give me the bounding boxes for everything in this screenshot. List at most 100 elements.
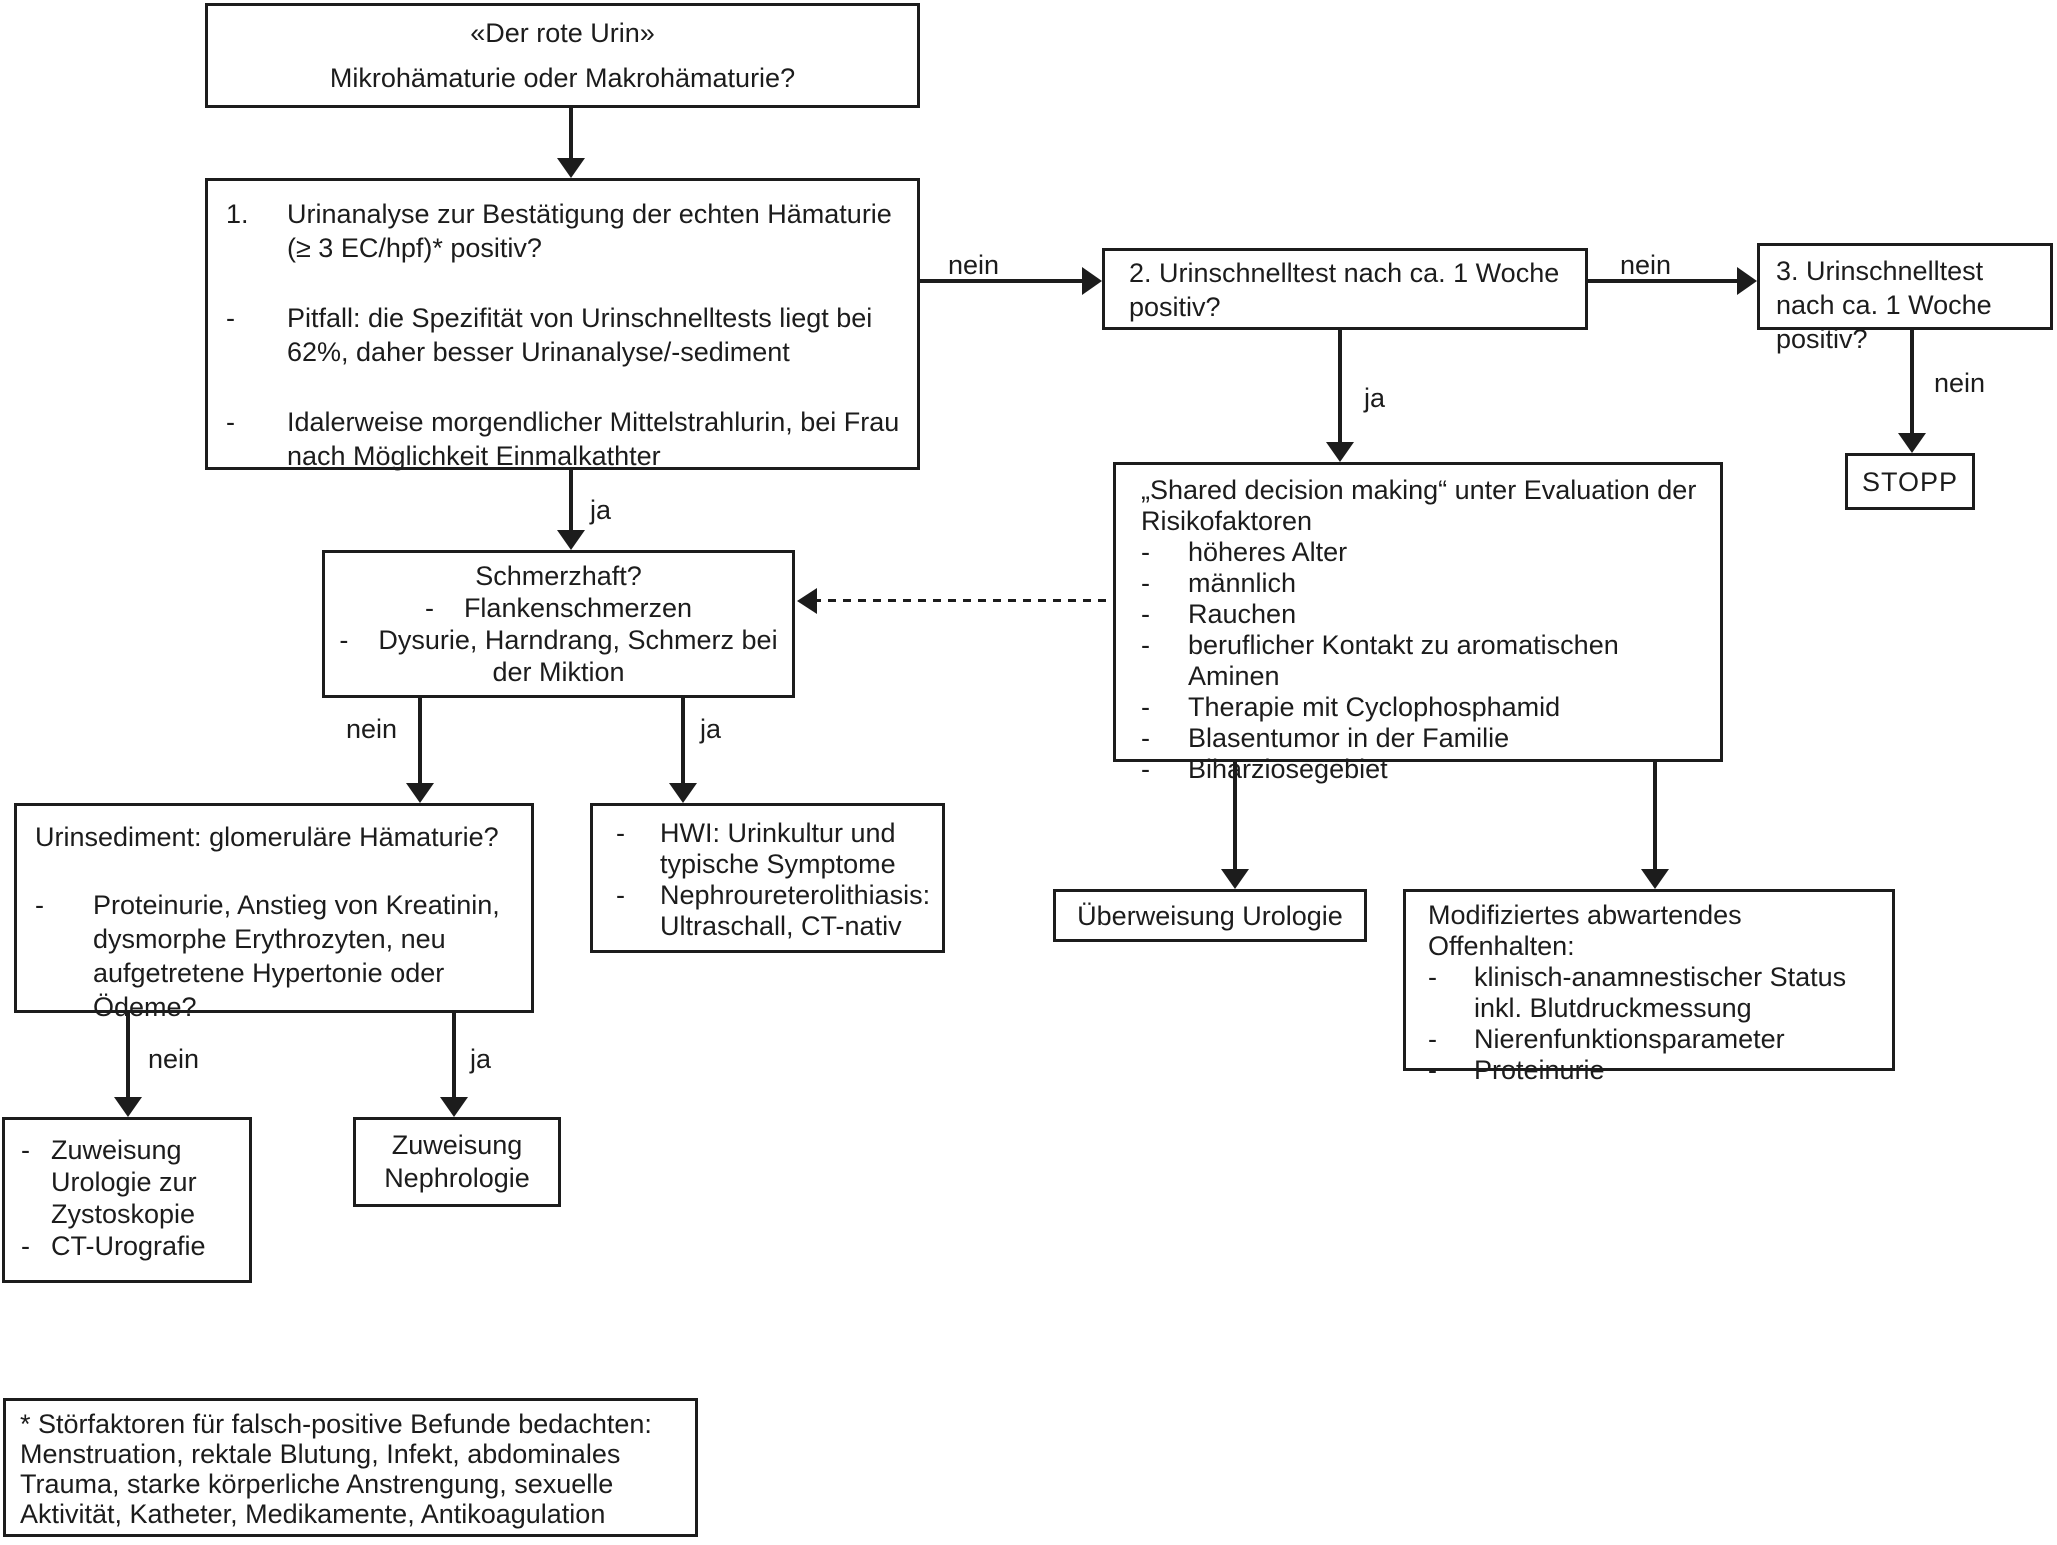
- list-marker: 1.: [226, 199, 249, 229]
- list-marker: -: [226, 303, 235, 333]
- list-text: Proteinurie: [1474, 1055, 1605, 1085]
- arrow-painful-to-sediment: [406, 698, 434, 803]
- list-item: - HWI: Urinkultur und typische Symptome: [616, 818, 934, 880]
- list-marker: -: [616, 880, 625, 910]
- list-marker: -: [1141, 630, 1150, 660]
- node-nephrology-referral: Zuweisung Nephrologie: [353, 1117, 561, 1207]
- list-text: Blasentumor in der Familie: [1188, 723, 1510, 753]
- list-item: -Flankenschmerzen: [425, 592, 692, 624]
- node-sediment: Urinsediment: glomeruläre Hämaturie? - P…: [14, 803, 534, 1022]
- node-retest3-text: 3. Urinschnelltest nach ca. 1 Woche posi…: [1776, 256, 1992, 354]
- edge-label-nein: nein: [148, 1044, 200, 1074]
- list-marker: -: [1141, 568, 1150, 598]
- arrow-shaft: [920, 279, 1086, 283]
- arrow-shaft: [1910, 330, 1914, 437]
- arrowhead-left-icon: [797, 588, 817, 614]
- arrow-shaft-dashed: [813, 599, 1113, 602]
- list-item: - Pitfall: die Spezifität von Urinschnel…: [226, 301, 901, 369]
- list-text: Idalerweise morgendlicher Mittelstrahlur…: [287, 407, 900, 471]
- arrow-shaft: [418, 698, 422, 787]
- list-marker: -: [1141, 692, 1150, 722]
- list-marker: -: [339, 625, 349, 655]
- arrow-urinalysis-to-painful: [557, 470, 585, 550]
- list-text: klinisch-anamnestischer Status inkl. Blu…: [1474, 962, 1847, 1023]
- list-text: Proteinurie, Anstieg von Kreatinin, dysm…: [93, 890, 500, 1022]
- list-marker: -: [21, 1231, 30, 1261]
- list-text: Nierenfunktionsparameter: [1474, 1024, 1785, 1054]
- list-item: - klinisch-anamnestischer Status inkl. B…: [1428, 962, 1882, 1024]
- arrowhead-down-icon: [114, 1097, 142, 1117]
- edge-label-nein: nein: [346, 714, 398, 744]
- edge-label-ja: ja: [700, 714, 722, 744]
- node-nephrology-referral-text: Zuweisung Nephrologie: [384, 1130, 530, 1193]
- list-text: höheres Alter: [1188, 537, 1348, 567]
- arrow-retest2-to-retest3: [1588, 267, 1757, 295]
- edge-label-ja: ja: [590, 495, 612, 525]
- list-item: - Zuweisung Urologie zur Zystoskopie: [21, 1134, 243, 1230]
- arrowhead-down-icon: [406, 783, 434, 803]
- list-text: Biharziosegebiet: [1188, 754, 1388, 784]
- arrow-retest2-to-shared: [1326, 330, 1354, 462]
- arrowhead-down-icon: [1641, 869, 1669, 889]
- node-shared-title: „Shared decision making“ unter Evaluatio…: [1141, 475, 1697, 536]
- list-text: Zuweisung Urologie zur Zystoskopie: [51, 1135, 197, 1229]
- edge-label-ja: ja: [470, 1044, 492, 1074]
- node-retest3: 3. Urinschnelltest nach ca. 1 Woche posi…: [1757, 243, 2053, 354]
- list-text: Rauchen: [1188, 599, 1297, 629]
- arrow-painful-to-hwi: [669, 698, 697, 803]
- footnote-box: * Störfaktoren für falsch-positive Befun…: [3, 1398, 698, 1537]
- node-urinalysis: 1. Urinanalyse zur Bestätigung der echte…: [205, 178, 920, 473]
- list-marker: -: [1141, 754, 1150, 784]
- arrow-shaft: [681, 698, 685, 787]
- arrow-shaft: [1653, 762, 1657, 873]
- arrowhead-down-icon: [557, 158, 585, 178]
- list-item: - Idalerweise morgendlicher Mittelstrahl…: [226, 405, 901, 473]
- node-urology-referral-text: Überweisung Urologie: [1077, 900, 1343, 931]
- edge-label-nein: nein: [1620, 250, 1672, 280]
- arrow-shaft: [1338, 330, 1342, 446]
- arrow-shaft: [1588, 279, 1741, 283]
- list-marker: -: [1141, 537, 1150, 567]
- list-text: beruflicher Kontakt zu aromatischen Amin…: [1188, 630, 1619, 691]
- edge-label-nein: nein: [948, 250, 1000, 280]
- list-text: HWI: Urinkultur und typische Symptome: [660, 818, 896, 879]
- list-text: Therapie mit Cyclophosphamid: [1188, 692, 1561, 722]
- node-urology-referral: Überweisung Urologie: [1053, 889, 1367, 942]
- list-item: - Proteinurie: [1428, 1055, 1882, 1086]
- node-watchful-waiting: Modifiziertes abwartendes Offenhalten: -…: [1403, 889, 1895, 1085]
- arrowhead-right-icon: [1082, 267, 1102, 295]
- list-item: - Nierenfunktionsparameter: [1428, 1024, 1882, 1055]
- list-item: - Therapie mit Cyclophosphamid: [1141, 692, 1706, 723]
- node-painful-title: Schmerzhaft?: [475, 561, 642, 591]
- arrow-shared-to-urology-referral: [1221, 762, 1249, 889]
- list-text: CT-Urografie: [51, 1231, 206, 1261]
- node-painful: Schmerzhaft? -Flankenschmerzen -Dysurie,…: [322, 550, 795, 698]
- list-marker: -: [35, 890, 44, 920]
- list-marker: -: [424, 593, 434, 623]
- node-start: «Der rote Urin» Mikrohämaturie oder Makr…: [205, 3, 920, 108]
- node-shared-decision: „Shared decision making“ unter Evaluatio…: [1113, 462, 1723, 784]
- list-item: - Biharziosegebiet: [1141, 754, 1706, 785]
- arrow-shaft: [452, 1013, 456, 1101]
- node-start-subtitle: Mikrohämaturie oder Makrohämaturie?: [329, 62, 796, 93]
- list-marker: -: [1141, 723, 1150, 753]
- list-item: - höheres Alter: [1141, 537, 1706, 568]
- list-item: - Proteinurie, Anstieg von Kreatinin, dy…: [35, 888, 519, 1024]
- list-text: Urinanalyse zur Bestätigung der echten H…: [287, 199, 892, 263]
- list-item: 1. Urinanalyse zur Bestätigung der echte…: [226, 197, 901, 265]
- arrow-shaft: [126, 1013, 130, 1101]
- list-marker: -: [616, 818, 625, 848]
- arrowhead-down-icon: [557, 530, 585, 550]
- list-text: Pitfall: die Spezifität von Urinschnellt…: [287, 303, 873, 367]
- arrow-shaft: [569, 470, 573, 534]
- arrow-sediment-to-cystoscopy: [114, 1013, 142, 1117]
- arrow-start-to-urinalysis: [557, 108, 585, 178]
- node-hwi: - HWI: Urinkultur und typische Symptome …: [590, 803, 945, 953]
- list-item: - CT-Urografie: [21, 1230, 243, 1262]
- arrowhead-down-icon: [1898, 433, 1926, 453]
- list-item: - Blasentumor in der Familie: [1141, 723, 1706, 754]
- list-text: Flankenschmerzen: [463, 593, 693, 623]
- list-item: - beruflicher Kontakt zu aromatischen Am…: [1141, 630, 1706, 692]
- node-start-title: «Der rote Urin»: [470, 18, 655, 49]
